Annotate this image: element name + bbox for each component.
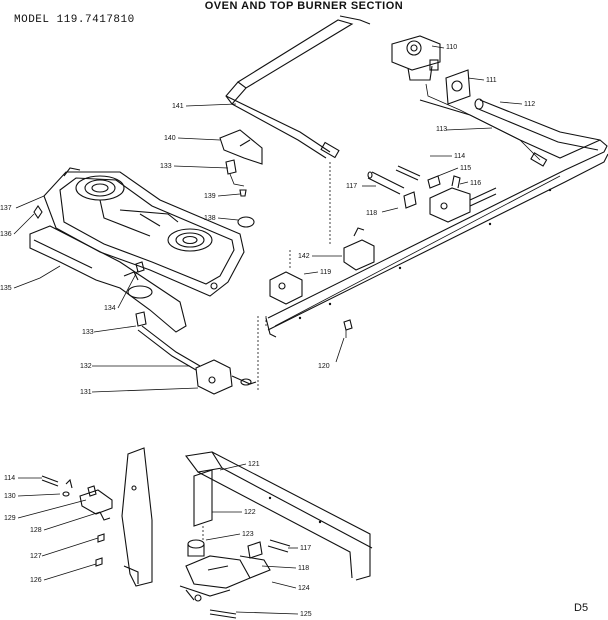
- part-132-valve: [195, 359, 257, 395]
- part-122-bracket: [193, 469, 213, 542]
- callout-112: 112: [524, 101, 535, 108]
- callout-114: 114: [454, 153, 465, 160]
- callout-140: 140: [164, 135, 176, 142]
- part-125-screw: [41, 475, 73, 489]
- part-114-rod: [395, 165, 421, 181]
- callout-117: 117: [346, 183, 357, 190]
- callout-142: 142: [298, 253, 310, 260]
- part-141-supply-tube: [225, 15, 371, 159]
- callout-129: 129: [4, 515, 16, 522]
- callout-128: 128: [30, 527, 42, 534]
- part-123-valve: [187, 539, 205, 557]
- part-125-rod-lower: [209, 609, 237, 619]
- part-115-orifice: [427, 175, 441, 189]
- callout-130: 130: [4, 493, 16, 500]
- callout-123: 123: [242, 531, 254, 538]
- diagram-title: OVEN AND TOP BURNER SECTION: [204, 0, 404, 12]
- part-134-screw: [135, 261, 145, 273]
- callout-133-upper: 133: [160, 163, 172, 170]
- callout-118: 118: [366, 210, 377, 217]
- model-number: MODEL 119.7417810: [14, 14, 135, 26]
- callout-127: 127: [30, 553, 42, 560]
- callout-141: 141: [172, 103, 184, 110]
- part-112-oven-pipe: [474, 98, 601, 151]
- part-140-bracket: [219, 129, 263, 165]
- part-117-tube: [367, 171, 405, 195]
- callout-119: 119: [320, 269, 331, 276]
- callout-135: 135: [0, 285, 12, 292]
- part-124-valve-assembly: [179, 555, 271, 602]
- callout-110: 110: [446, 44, 457, 51]
- part-128-igniter: [79, 489, 113, 521]
- callout-118-lower: 118: [298, 565, 309, 572]
- part-126-screw: [95, 533, 105, 567]
- callout-126: 126: [30, 577, 42, 584]
- part-142-valve: [329, 162, 375, 271]
- callout-138: 138: [204, 215, 216, 222]
- callout-132: 132: [80, 363, 92, 370]
- callout-labels: 110 111 112 113 114 115 116 117 118 119 …: [0, 44, 535, 618]
- dashed-alignment-lower: [257, 316, 267, 392]
- part-136-clip: [33, 205, 43, 219]
- part-137-burner-assembly: [43, 167, 245, 297]
- part-139-screw: [239, 189, 247, 197]
- callout-113: 113: [436, 126, 447, 133]
- callout-125: 125: [300, 611, 312, 618]
- callout-136: 136: [0, 231, 12, 238]
- callout-131: 131: [80, 389, 92, 396]
- callout-120: 120: [318, 363, 330, 370]
- callout-117-lower: 117: [300, 545, 311, 552]
- page-code: D5: [574, 602, 589, 614]
- part-119-valve: [269, 250, 303, 305]
- manifold-pipe: [265, 99, 608, 338]
- part-120-screw: [343, 319, 353, 338]
- part-133-orifice-upper: [225, 159, 245, 187]
- part-113-capillary: [425, 83, 548, 167]
- part-130-washer: [62, 491, 70, 497]
- callout-137: 137: [0, 205, 12, 212]
- part-111-bracket: [445, 69, 471, 105]
- part-138-washer: [237, 216, 255, 228]
- callout-121: 121: [248, 461, 260, 468]
- part-118-fitting: [403, 191, 417, 209]
- part-127-bracket-plate: [121, 447, 153, 587]
- callout-111: 111: [486, 77, 497, 84]
- part-117-tube-lower: [267, 539, 291, 553]
- callout-122: 122: [244, 509, 256, 516]
- callout-116: 116: [470, 180, 481, 187]
- callout-114-lower: 114: [4, 475, 15, 482]
- part-133-orifice-lower: [135, 311, 201, 371]
- part-116-valve: [429, 175, 497, 223]
- callout-134: 134: [104, 305, 116, 312]
- callout-133: 133: [82, 329, 94, 336]
- part-121-manifold-lower: [185, 451, 373, 581]
- part-118-fitting-lower: [247, 541, 263, 559]
- callout-115: 115: [460, 165, 471, 172]
- callout-139: 139: [204, 193, 216, 200]
- leader-lines: [13, 45, 523, 615]
- part-135-burner-base: [29, 225, 187, 333]
- callout-124: 124: [298, 585, 310, 592]
- part-129-clip: [87, 485, 97, 497]
- part-110-oven-control: [391, 35, 441, 81]
